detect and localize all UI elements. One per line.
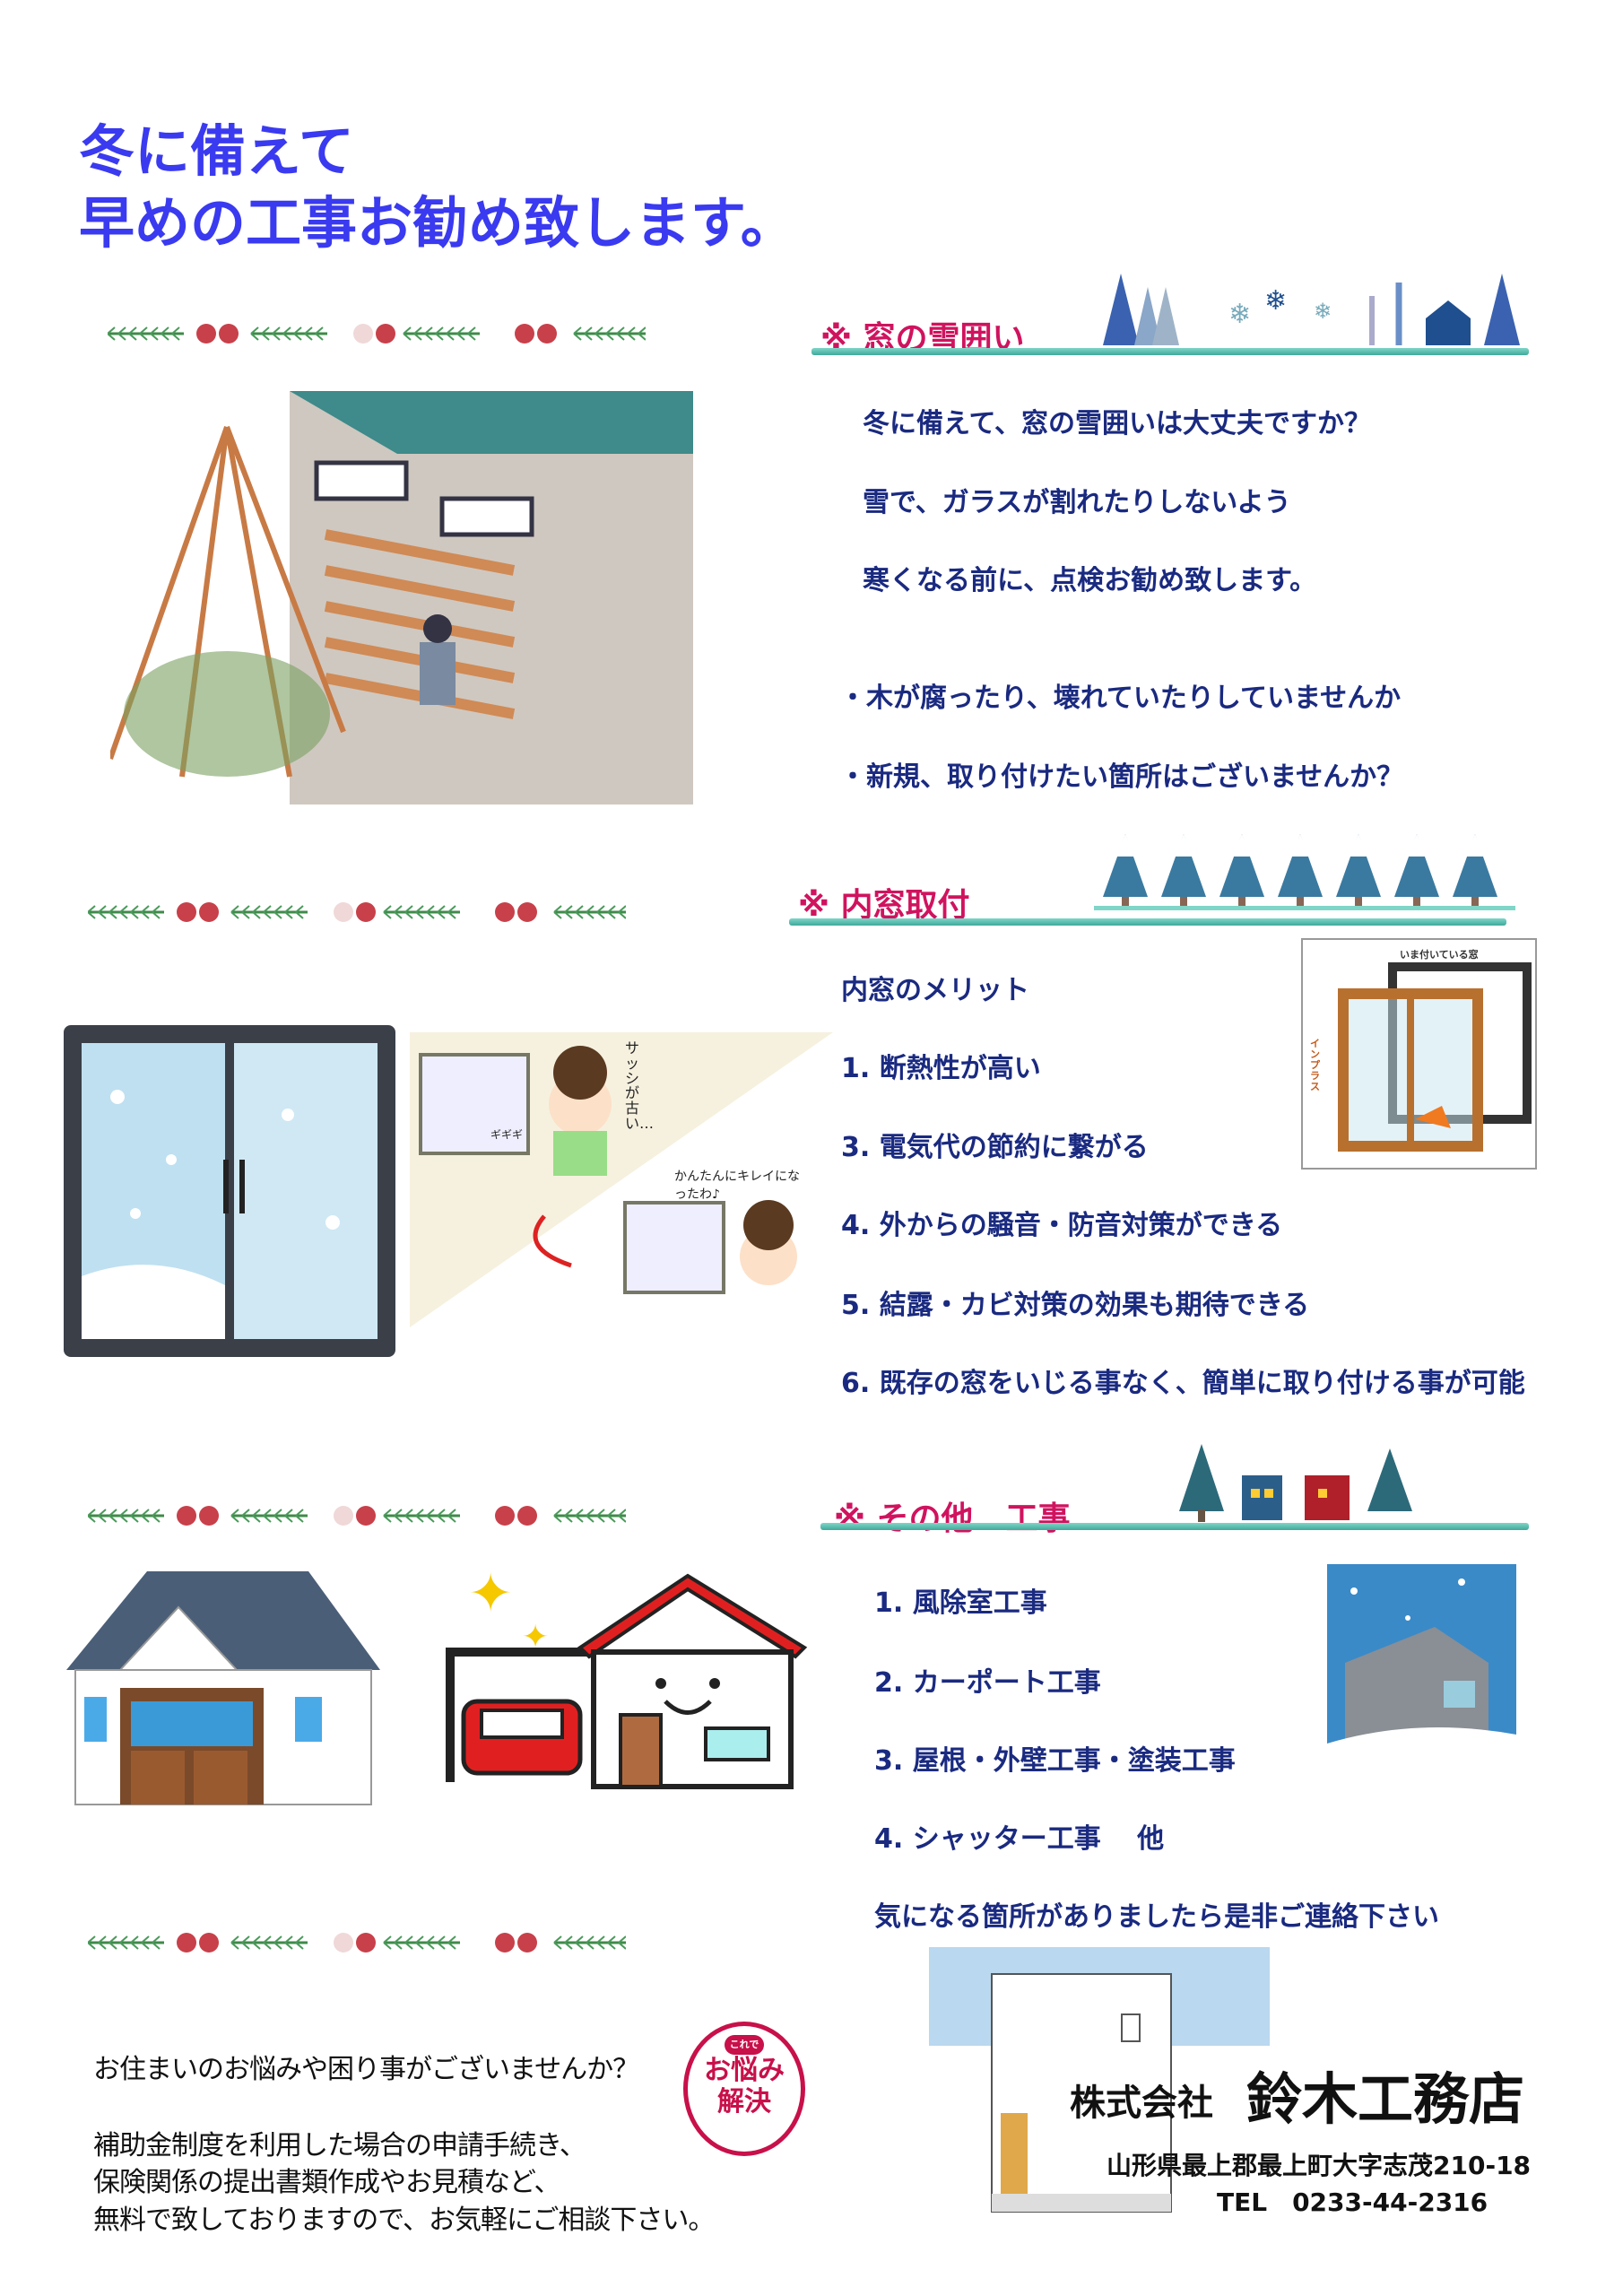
double-window-illustration <box>64 1025 395 1357</box>
other-work-item: 4. シャッター工事 他 <box>874 1823 1165 1855</box>
diagram-label-existing: いま付いている窓 <box>1400 949 1479 961</box>
banner-ground-divider <box>812 348 1529 355</box>
merits-subheading: 内窓のメリット <box>841 975 1029 1006</box>
snow-guard-house-illustration <box>110 391 693 804</box>
banner-ground-divider <box>789 918 1506 926</box>
stamp-mid: お悩み <box>704 2055 785 2086</box>
section-heading-other-work: ※ その他 工事 <box>834 1500 1071 1537</box>
svg-text:❄: ❄ <box>1228 299 1251 330</box>
merit-item: 4. 外からの騒音・防音対策ができる <box>841 1210 1283 1241</box>
house-with-carport-illustration: ✦✦ <box>446 1562 808 1789</box>
contact-note: 気になる箇所がありましたら是非ご連絡下さい <box>874 1901 1439 1933</box>
inner-window-diagram: いま付いている窓 インプラス <box>1301 938 1537 1170</box>
section-heading-inner-window: ※ 内窓取付 <box>798 887 970 924</box>
page-title-line1: 冬に備えて <box>79 118 354 184</box>
company-type: 株式会社 <box>1070 2083 1213 2124</box>
company-address: 山形県最上郡最上町大字志茂210-18 <box>1107 2151 1532 2180</box>
comic-bubble-old-sash: サッシが古い… <box>625 1039 655 1132</box>
diagram-label-inplus: インプラス <box>1310 1038 1320 1093</box>
section1-bullet: ・木が腐ったり、壊れていたりしていませんか <box>839 683 1402 714</box>
other-work-item: 2. カーポート工事 <box>874 1667 1101 1699</box>
problem-solved-stamp: これで お悩み 解決 <box>683 2022 805 2156</box>
svg-text:❄: ❄ <box>1314 299 1332 324</box>
page-title-line2: 早めの工事お勧め致します。 <box>79 190 796 256</box>
bottom-line: 無料で致しておりますので、お気軽にご相談下さい。 <box>93 2205 715 2236</box>
merit-item: 3. 電気代の節約に繋がる <box>841 1132 1149 1163</box>
company-name: 鈴木工務店 <box>1246 2066 1525 2132</box>
flower-garland-decoration <box>88 1506 626 1526</box>
section1-bullet: ・新規、取り付けたい箇所はございませんか？ <box>839 761 1404 793</box>
company-building-illustration <box>929 1947 1270 2213</box>
merit-item: 5. 結露・カビ対策の効果も期待できる <box>841 1290 1310 1321</box>
other-work-item: 1. 風除室工事 <box>874 1587 1047 1619</box>
flower-garland-decoration <box>88 1933 626 1952</box>
flower-garland-decoration <box>108 324 646 344</box>
bottom-line: 補助金制度を利用した場合の申請手続き、 <box>93 2130 586 2161</box>
winter-trees-banner-icon: ❄ ❄ ❄ <box>1103 274 1520 345</box>
other-work-item: 3. 屋根・外壁工事・塗装工事 <box>874 1745 1236 1777</box>
flower-garland-decoration <box>88 902 626 922</box>
section1-line: 寒くなる前に、点検お勧め致します。 <box>863 565 1317 596</box>
stamp-bottom: 解決 <box>717 2086 771 2118</box>
house-with-windbreak-illustration <box>66 1571 380 1805</box>
snowy-village-banner-icon <box>1179 1444 1412 1522</box>
stamp-top: これで <box>725 2035 764 2055</box>
merit-item: 6. 既存の窓をいじる事なく、簡単に取り付ける事が可能 <box>841 1368 1525 1399</box>
merit-item: 1. 断熱性が高い <box>841 1053 1041 1084</box>
svg-text:❄: ❄ <box>1264 285 1287 317</box>
comic-bubble-clean: かんたんにキレイになったわ♪ <box>674 1170 800 1202</box>
bottom-question: お住まいのお悩みや困り事がございませんか？ <box>93 2054 639 2085</box>
banner-ground-divider <box>820 1523 1529 1530</box>
section1-line: 冬に備えて、窓の雪囲いは大丈夫ですか？ <box>863 408 1371 439</box>
svg-text:✦: ✦ <box>468 1562 513 1625</box>
bottom-line: 保険関係の提出書類作成やお見積など、 <box>93 2167 560 2198</box>
comic-sound: ギギギ <box>490 1128 524 1141</box>
snowed-house-illustration <box>1327 1564 1516 1778</box>
section1-line: 雪で、ガラスが割れたりしないよう <box>863 487 1291 518</box>
company-tel: TEL 0233-44-2316 <box>1217 2187 1488 2217</box>
snowy-trees-banner-icon <box>1094 834 1515 910</box>
before-after-comic: サッシが古い… ギギギ かんたんにキレイになったわ♪ <box>410 1032 833 1327</box>
